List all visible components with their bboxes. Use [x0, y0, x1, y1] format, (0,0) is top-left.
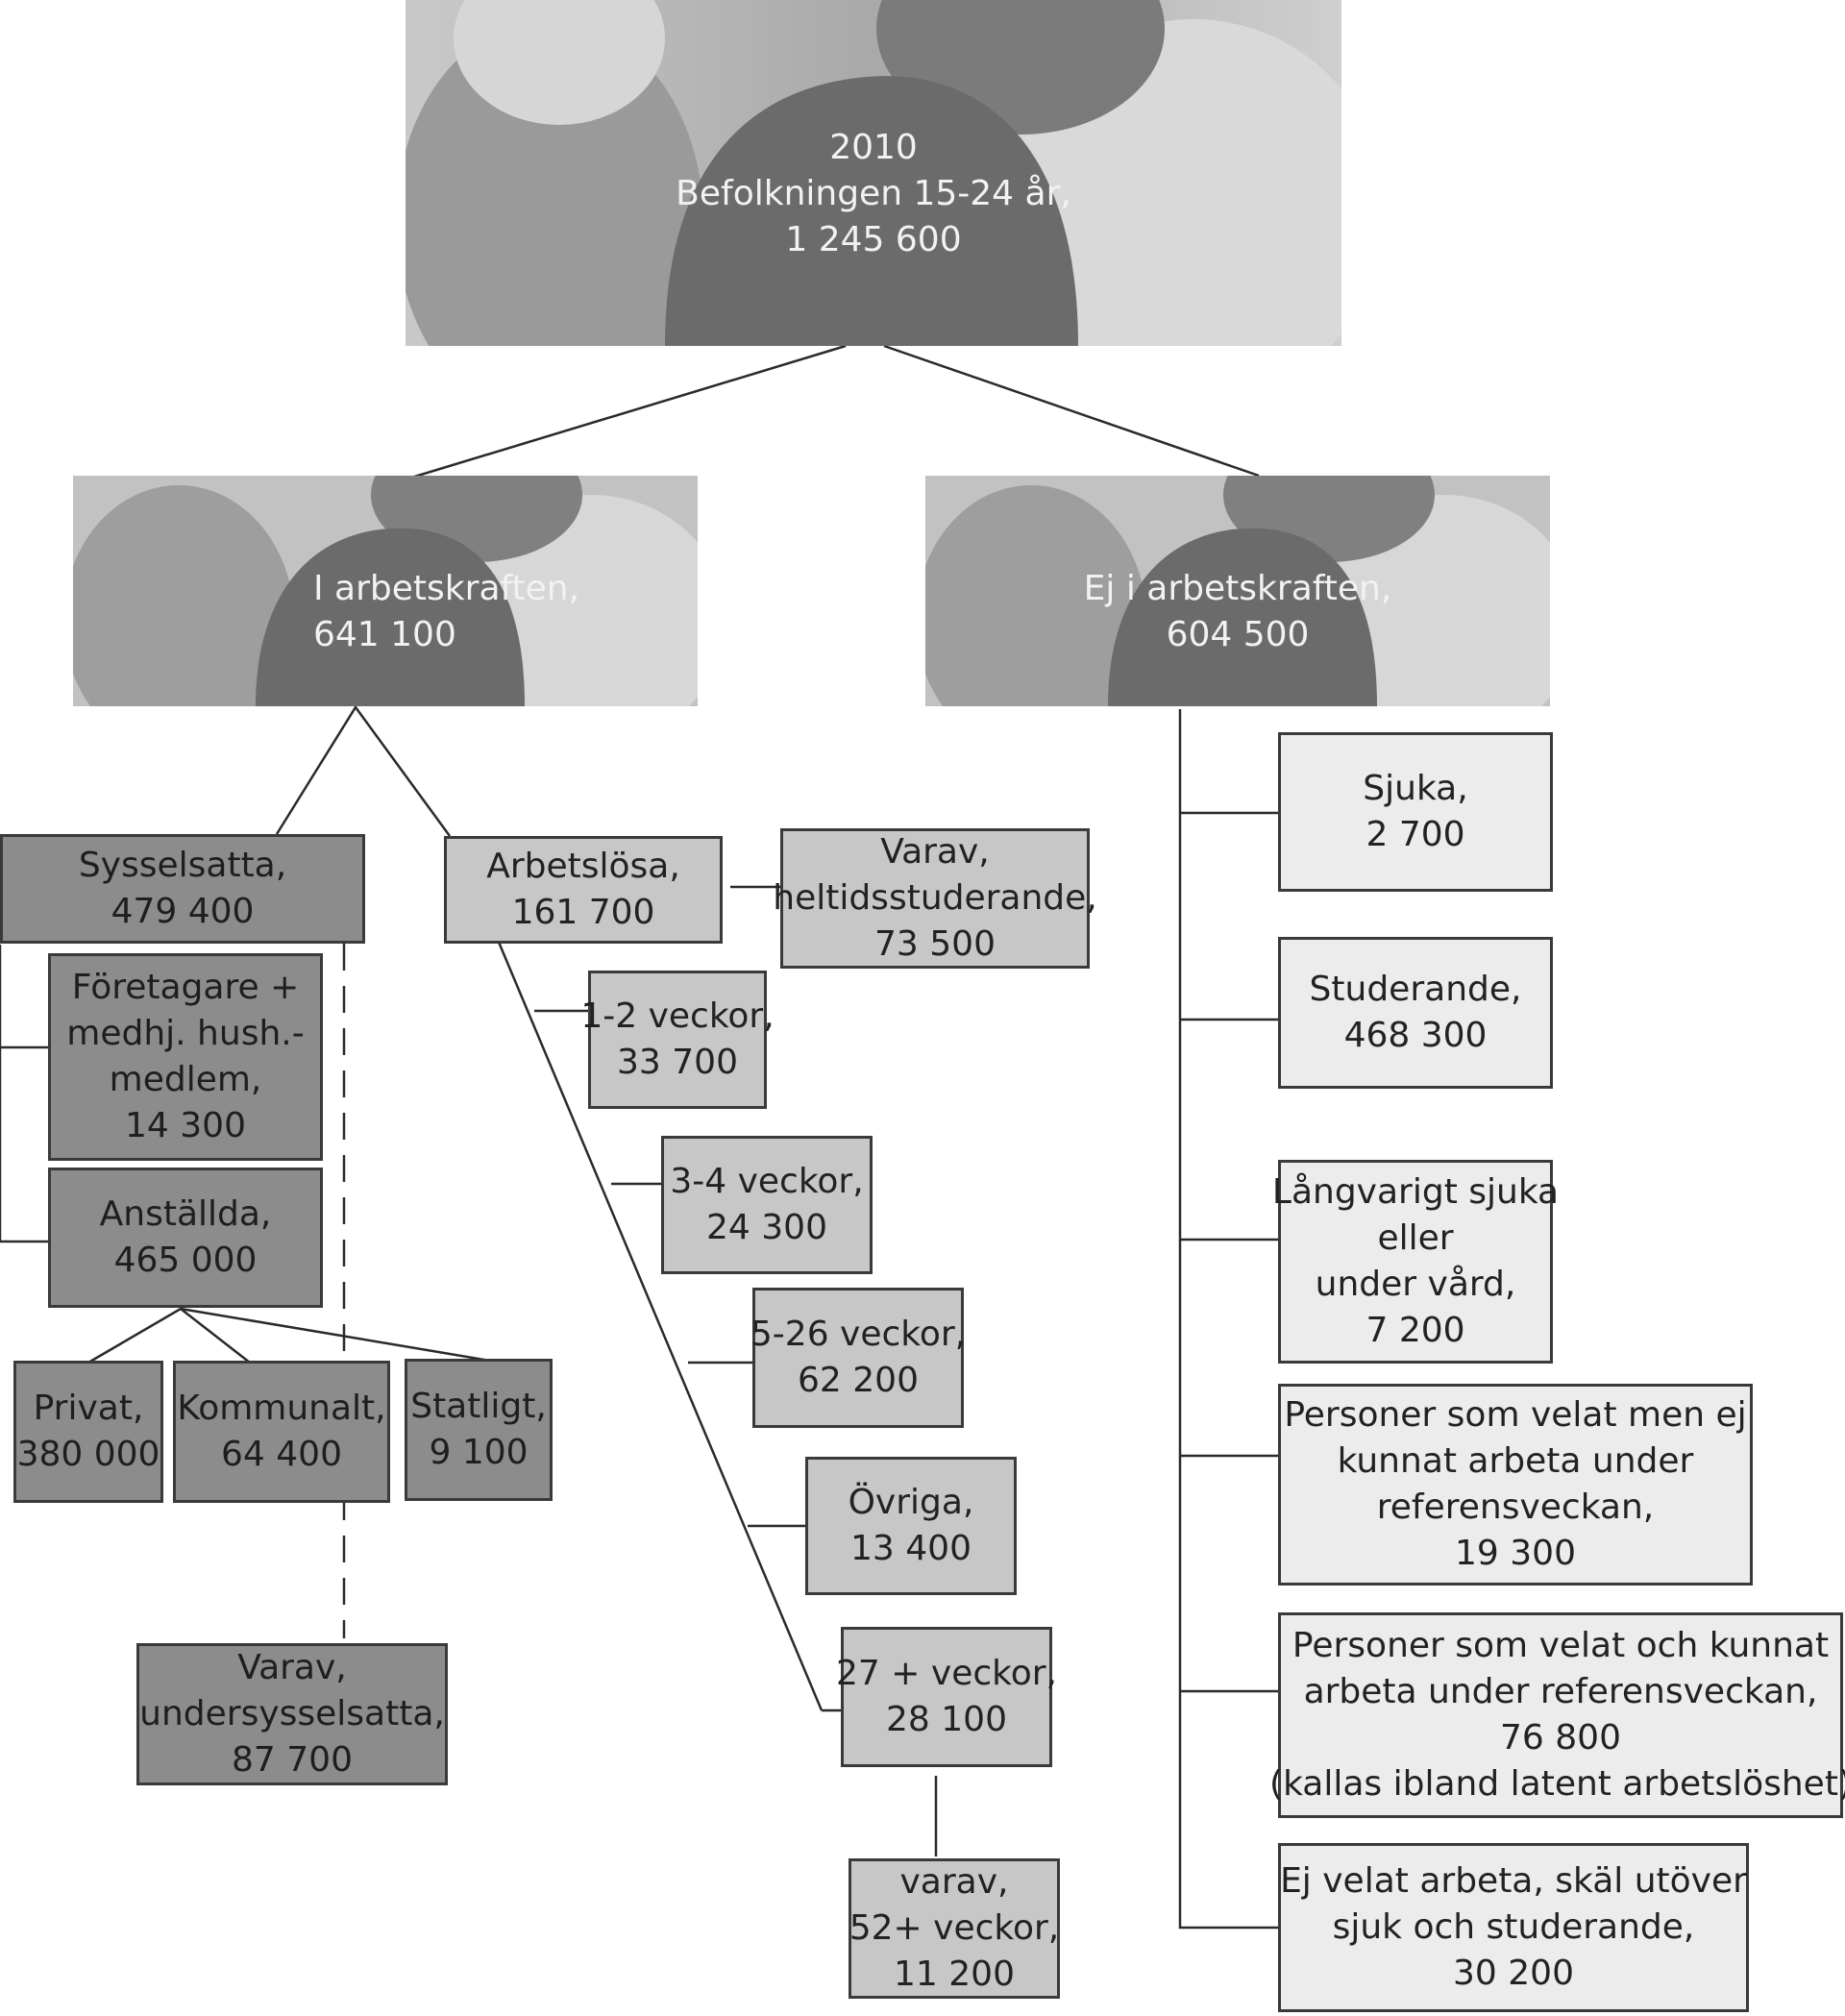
- state-sector-box: Statligt, 9 100: [405, 1359, 553, 1501]
- not-wanted-line-1: Ej velat arbeta, skäl utöver: [1280, 1861, 1747, 1901]
- employed-value: 479 400: [111, 892, 255, 931]
- entrepreneurs-box: Företagare + medhj. hush.- medlem, 14 30…: [48, 953, 323, 1161]
- other-value: 13 400: [850, 1529, 972, 1568]
- other-unemployed-box: Övriga, 13 400: [805, 1457, 1017, 1595]
- students-box: Studerande, 468 300: [1278, 937, 1553, 1089]
- fulltime-students-line-2: heltidsstuderande,: [773, 878, 1097, 918]
- wanted-and-able-line-2: arbeta under referensveckan,: [1303, 1672, 1818, 1711]
- private-sector-box: Privat, 380 000: [13, 1361, 163, 1503]
- people-photo-image: [406, 0, 1341, 346]
- weeks-5-26-box: 5-26 veckor, 62 200: [750, 1288, 967, 1428]
- weeks-27-plus-box: 27 + veckor, 28 100: [836, 1627, 1057, 1767]
- wanted-not-able-line-2: kunnat arbeta under: [1337, 1441, 1694, 1481]
- sick-label: Sjuka,: [1363, 769, 1468, 808]
- state-value: 9 100: [429, 1433, 529, 1472]
- employed-box: Sysselsatta, 479 400: [0, 834, 365, 944]
- long-sick-line-2: eller: [1377, 1218, 1454, 1258]
- fulltime-students-box: Varav, heltidsstuderande, 73 500: [773, 828, 1097, 969]
- students-label: Studerande,: [1309, 970, 1522, 1009]
- weeks-52-plus-box: varav, 52+ veckor, 11 200: [849, 1858, 1060, 1999]
- employees-label: Anställda,: [99, 1194, 272, 1234]
- root-title: Befolkningen 15-24 år,: [676, 174, 1071, 213]
- not-wanted-box: Ej velat arbeta, skäl utöver sjuk och st…: [1278, 1843, 1749, 2012]
- private-label: Privat,: [33, 1389, 144, 1428]
- long-sick-line-1: Långvarigt sjuka: [1271, 1172, 1560, 1212]
- employees-box: Anställda, 465 000: [48, 1168, 323, 1308]
- long-sick-box: Långvarigt sjuka eller under vård, 7 200: [1272, 1160, 1559, 1364]
- root-year: 2010: [829, 128, 918, 167]
- state-label: Statligt,: [410, 1387, 547, 1426]
- wanted-and-able-box: Personer som velat och kunnat arbeta und…: [1269, 1612, 1845, 1818]
- fulltime-students-line-1: Varav,: [880, 832, 990, 872]
- wanted-not-able-line-3: referensveckan,: [1376, 1487, 1655, 1527]
- weeks-5-26-label: 5-26 veckor,: [750, 1315, 967, 1354]
- labor-force-photo-box: I arbetskraften, 641 100: [73, 476, 698, 706]
- unemployed-box: Arbetslösa, 161 700: [444, 836, 723, 944]
- not-labor-force-photo-box: Ej i arbetskraften, 604 500: [925, 476, 1550, 706]
- municipal-sector-box: Kommunalt, 64 400: [173, 1361, 390, 1503]
- wanted-and-able-value: 76 800: [1500, 1718, 1621, 1758]
- long-sick-value: 7 200: [1365, 1311, 1465, 1350]
- weeks-1-2-box: 1-2 veckor, 33 700: [580, 971, 775, 1109]
- wanted-not-able-value: 19 300: [1455, 1534, 1576, 1573]
- labor-force-value: 641 100: [313, 615, 456, 654]
- fulltime-students-value: 73 500: [874, 924, 996, 964]
- weeks-5-26-value: 62 200: [798, 1361, 919, 1400]
- employees-value: 465 000: [113, 1241, 258, 1280]
- weeks-52-plus-line-1: varav,: [899, 1862, 1009, 1902]
- underemployed-line-2: undersysselsatta,: [139, 1694, 445, 1733]
- weeks-3-4-label: 3-4 veckor,: [670, 1162, 864, 1201]
- underemployed-box: Varav, undersysselsatta, 87 700: [136, 1643, 448, 1785]
- weeks-3-4-box: 3-4 veckor, 24 300: [661, 1136, 873, 1274]
- municipal-value: 64 400: [221, 1435, 342, 1474]
- entrepreneurs-line-3: medlem,: [109, 1060, 262, 1099]
- sick-box: Sjuka, 2 700: [1278, 732, 1553, 892]
- wanted-not-able-line-1: Personer som velat men ej: [1284, 1395, 1747, 1435]
- weeks-52-plus-value: 11 200: [894, 1955, 1015, 1994]
- long-sick-line-3: under vård,: [1315, 1265, 1516, 1304]
- labor-force-title: I arbetskraften,: [313, 569, 580, 608]
- weeks-3-4-value: 24 300: [706, 1208, 827, 1247]
- wanted-not-able-box: Personer som velat men ej kunnat arbeta …: [1278, 1384, 1753, 1586]
- wanted-and-able-note: (kallas ibland latent arbetslöshet): [1269, 1764, 1845, 1804]
- sick-value: 2 700: [1365, 815, 1465, 854]
- entrepreneurs-line-2: medhj. hush.-: [66, 1014, 305, 1053]
- weeks-52-plus-line-2: 52+ veckor,: [849, 1908, 1060, 1948]
- people-photo-image: [925, 476, 1550, 706]
- unemployed-label: Arbetslösa,: [486, 847, 680, 886]
- weeks-27-plus-label: 27 + veckor,: [836, 1654, 1057, 1693]
- root-value: 1 245 600: [785, 220, 962, 259]
- other-label: Övriga,: [848, 1483, 974, 1522]
- weeks-1-2-value: 33 700: [617, 1043, 738, 1082]
- not-labor-force-title: Ej i arbetskraften,: [1083, 569, 1392, 608]
- people-photo-image: [73, 476, 698, 706]
- not-wanted-line-2: sjuk och studerande,: [1332, 1907, 1695, 1947]
- entrepreneurs-value: 14 300: [125, 1106, 246, 1145]
- underemployed-value: 87 700: [232, 1740, 353, 1780]
- students-value: 468 300: [1343, 1016, 1488, 1055]
- unemployed-value: 161 700: [511, 893, 655, 932]
- wanted-and-able-line-1: Personer som velat och kunnat: [1292, 1626, 1830, 1665]
- underemployed-line-1: Varav,: [237, 1648, 347, 1687]
- employed-label: Sysselsatta,: [78, 846, 287, 885]
- not-labor-force-value: 604 500: [1166, 615, 1310, 654]
- entrepreneurs-line-1: Företagare +: [71, 968, 300, 1007]
- weeks-27-plus-value: 28 100: [886, 1700, 1007, 1739]
- weeks-1-2-label: 1-2 veckor,: [580, 996, 775, 1036]
- population-photo-box: 2010 Befolkningen 15-24 år, 1 245 600: [406, 0, 1341, 346]
- private-value: 380 000: [16, 1435, 160, 1474]
- municipal-label: Kommunalt,: [177, 1389, 386, 1428]
- not-wanted-value: 30 200: [1453, 1954, 1574, 1993]
